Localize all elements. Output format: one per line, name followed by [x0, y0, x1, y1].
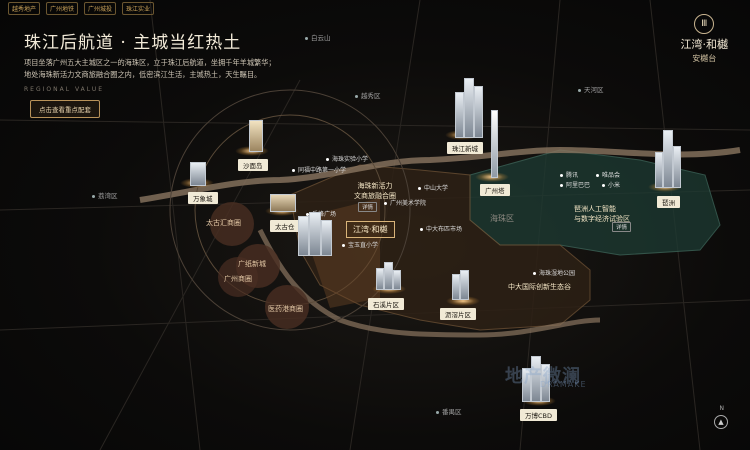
poi-fine-arts-academy: 广州美术学院: [384, 198, 426, 207]
brand-sub: 安樾台: [692, 54, 717, 63]
pazhou-zone-title: 琶洲人工智能 与数字经济试验区: [574, 205, 630, 223]
circle-label-yiyaogang: 医药港商圈: [268, 305, 303, 313]
intro-text: 项目坐落广州五大主城区之一的海珠区，立于珠江后航道，坐拥千年羊城繁华； 地处海珠…: [24, 57, 276, 81]
brand-logo: Ⅲ 江湾·和樾 安樾台: [680, 14, 729, 64]
landmark-shamian[interactable]: 沙面岛: [238, 159, 268, 171]
brand-mark-icon: Ⅲ: [694, 14, 715, 34]
logo-1: 越秀地产: [8, 2, 41, 15]
poi-sun-yat-sen-university: 中山大学: [418, 183, 448, 192]
landmark-pazhou[interactable]: 琶洲: [657, 196, 680, 208]
pazhou-detail-button[interactable]: 详情: [612, 222, 632, 232]
circle-label-guangzhi: 广纸新城: [238, 260, 266, 268]
area-baiyunshan: 白云山: [305, 32, 331, 42]
project-zone-title: 海珠新活力 文商旅融合圈: [354, 182, 396, 200]
project-zone-detail-button[interactable]: 详情: [358, 202, 378, 212]
haizhu-zone: [289, 164, 591, 331]
landmark-shixi[interactable]: 石溪片区: [368, 298, 404, 310]
circle-label-taikoohui: 太古汇商圈: [206, 219, 241, 227]
poi-lefeng-plaza: 乐峰广场: [306, 209, 336, 218]
poi-cloth-market: 中大布匹市场: [420, 224, 462, 233]
area-haizhu: 海珠区: [490, 214, 514, 223]
canton-tower-icon: [488, 110, 500, 178]
landmark-lijiao[interactable]: 沥滘片区: [440, 308, 476, 320]
poi-tencent: 腾讯: [560, 170, 578, 179]
circle-guangzhou: [218, 257, 258, 297]
circle-taikoohui: [210, 202, 254, 246]
brand-name: 江湾·和樾: [680, 38, 729, 51]
poi-baoyu-school: 宝玉直小学: [342, 240, 378, 249]
poi-haizhu-wetland-park: 海珠湿地公园: [533, 268, 575, 277]
compass-north-letter: N: [719, 405, 725, 412]
area-liwan: 荔湾区: [92, 190, 118, 200]
poi-vipshop: 唯品会: [596, 170, 620, 179]
watermark-sub: DRAMAKE: [540, 380, 587, 389]
landmark-wanxiang[interactable]: 万象城: [188, 192, 218, 204]
pearl-river: [139, 146, 741, 203]
poi-haizhu-experiment-school: 海珠实验小学: [326, 154, 368, 163]
logo-3: 广州城投: [84, 2, 117, 15]
poi-alibaba: 阿里巴巴: [560, 180, 590, 189]
page-title: 珠江后航道 · 主城当红热土: [24, 33, 242, 53]
poi-tongfu-school: 同福中路第一小学: [292, 165, 346, 174]
logo-4: 珠江实业: [122, 2, 155, 15]
zhujiang-newtown-towers-icon: [455, 76, 485, 138]
wanbo-towers-icon: [522, 356, 552, 402]
landmark-wanbo[interactable]: 万博CBD: [520, 409, 558, 421]
area-tianhe: 天河区: [578, 84, 604, 94]
logo-2: 广州地铁: [46, 2, 79, 15]
project-towers-icon: [298, 212, 332, 256]
shamian-building-icon: [245, 116, 265, 152]
poi-xiaomi: 小米: [602, 180, 620, 189]
taikoo-warehouse-icon: [270, 190, 296, 212]
watermark-text: 地产微澜: [505, 366, 581, 387]
landmark-canton-tower[interactable]: 广州塔: [480, 184, 510, 196]
intro-line-1: 项目坐落广州五大主城区之一的海珠区，立于珠江后航道，坐拥千年羊城繁华；: [24, 58, 276, 67]
developer-logos: 越秀地产 广州地铁 广州城投 珠江实业: [8, 2, 155, 15]
landmark-zhujiang-newtown[interactable]: 珠江新城: [447, 142, 483, 154]
pazhou-towers-icon: [655, 128, 681, 188]
pazhou-zone: [469, 149, 721, 256]
project-name-tag[interactable]: 江湾·和樾: [346, 221, 395, 238]
focus-ring-outer: [169, 89, 411, 331]
circle-yiyaogang: [265, 285, 309, 329]
compass-icon: ▲: [714, 415, 728, 429]
lijiao-towers-icon: [452, 270, 474, 300]
innovation-valley-label: 中大国际创新生态谷: [508, 283, 571, 291]
view-amenities-button[interactable]: 点击查看重点配套: [30, 100, 100, 118]
area-panyu: 番禺区: [436, 406, 462, 416]
circle-label-guangzhou: 广州商圈: [224, 275, 252, 283]
area-yuexiu: 越秀区: [355, 90, 381, 100]
intro-line-2: 地处海珠新活力文商旅融合圈之内，低密滨江生活，主城热土，天生瞩目。: [24, 70, 262, 79]
wanxiang-building-icon: [188, 160, 208, 186]
regional-caption: REGIONAL VALUE: [24, 86, 104, 93]
landmark-taikoo[interactable]: 太古仓: [270, 220, 300, 232]
shixi-towers-icon: [376, 262, 401, 290]
back-channel: [257, 228, 601, 338]
